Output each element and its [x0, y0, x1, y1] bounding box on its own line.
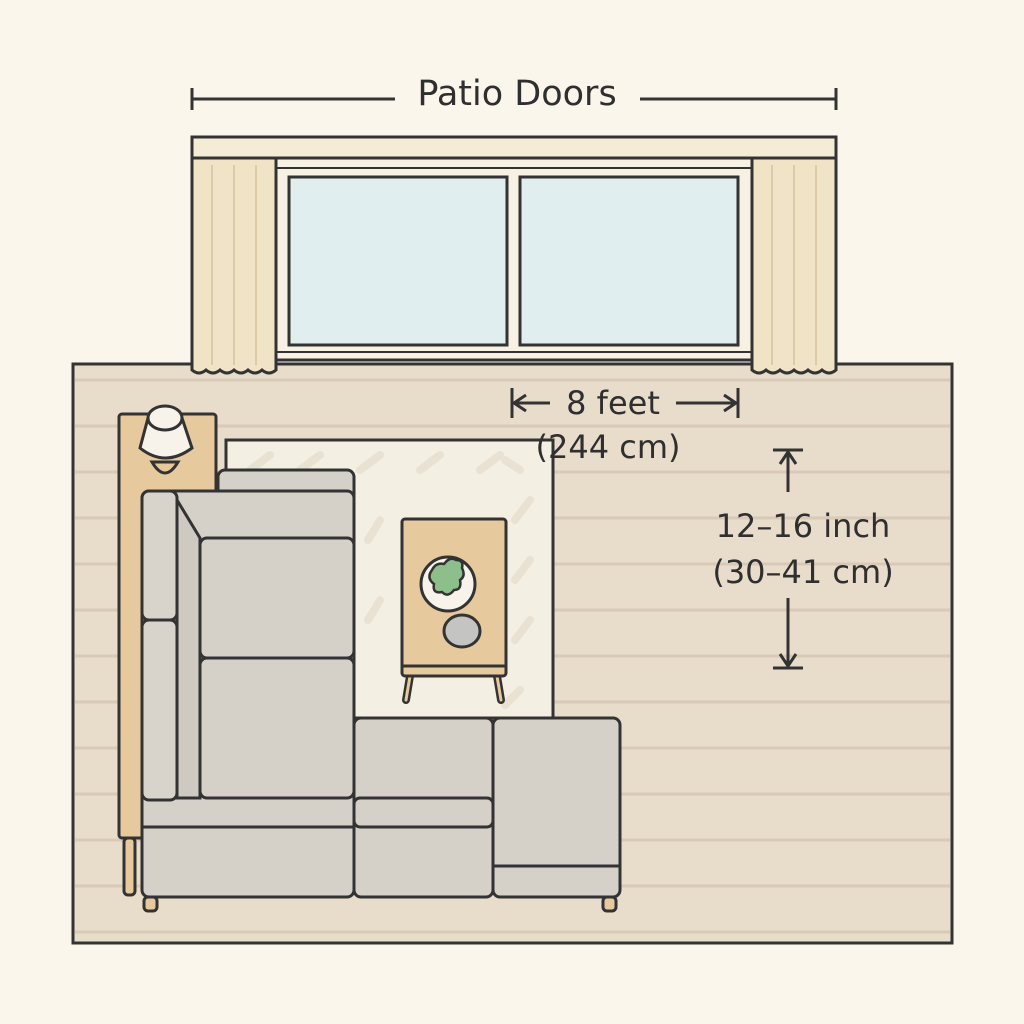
patio-doors-dimension	[190, 88, 838, 110]
bowl	[442, 613, 482, 649]
glass-pane-right	[518, 175, 740, 347]
sectional-sofa	[140, 468, 622, 913]
coffee-table	[400, 517, 508, 704]
gap-dimension	[773, 448, 803, 670]
width-dimension	[510, 388, 740, 418]
curtain-folds	[211, 165, 817, 365]
glass-pane-left	[287, 175, 509, 347]
rug-pattern	[246, 451, 534, 709]
width-metric-label: (244 cm)	[536, 428, 681, 466]
gap-label: 12–16 inch	[716, 507, 891, 545]
plant-icon	[428, 557, 465, 596]
gap-metric-label: (30–41 cm)	[712, 553, 893, 591]
patio-door	[190, 135, 838, 362]
lamp-icon	[138, 404, 194, 475]
patio-doors-label: Patio Doors	[417, 74, 616, 114]
width-label: 8 feet	[566, 384, 660, 422]
